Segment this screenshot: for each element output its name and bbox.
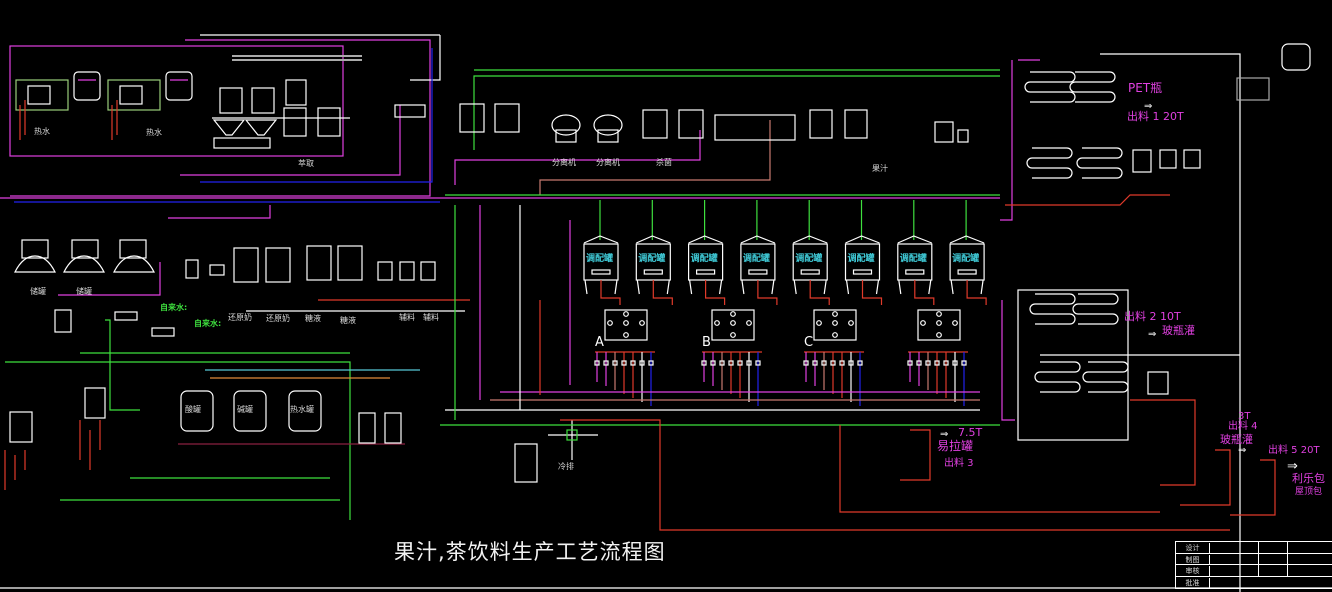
output-4-product: 玻瓶灌 <box>1220 433 1253 446</box>
blend-tank <box>740 200 778 305</box>
boiler <box>15 71 101 140</box>
blend-tank <box>844 200 883 305</box>
output-5-product: 利乐包 <box>1292 472 1325 485</box>
blend-tank-row <box>583 200 987 305</box>
material-label: 还原奶 <box>266 314 290 323</box>
output-3-product: 易拉罐 <box>937 439 974 453</box>
title-block-row: 批准 <box>1176 577 1332 588</box>
title-block-row: 制图 <box>1176 553 1332 565</box>
material-label: 糖液 <box>340 316 356 325</box>
material-label: 辅料 <box>423 313 439 322</box>
cip-station <box>803 309 864 406</box>
blend-tank-label: 调配罐 <box>586 254 614 264</box>
material-label: 辅料 <box>399 313 415 322</box>
title-block-row: 设计 <box>1176 542 1332 554</box>
blend-tank <box>635 200 673 305</box>
title-block-row: 审核 <box>1176 565 1332 577</box>
water-inlet-label: 自来水: <box>194 319 222 328</box>
output-3-label: 出料 3 <box>944 458 974 469</box>
sterilize-label: 杀菌 <box>656 158 672 167</box>
blend-tank-label: 调配罐 <box>847 254 875 264</box>
blend-tank-label: 调配罐 <box>795 254 823 264</box>
blend-tank-label: 调配罐 <box>899 254 927 264</box>
title-block-divider <box>1287 553 1288 565</box>
boiler-label: 热水 <box>34 127 50 136</box>
title-block-label: 审核 <box>1176 566 1210 577</box>
blend-tank <box>687 200 726 305</box>
cold-drain-label: 冷排 <box>558 462 574 471</box>
drawing-title: 果汁,茶饮料生产工艺流程图 <box>394 540 666 564</box>
blend-tank <box>949 200 987 305</box>
arrow-right-icon: ⇒ <box>1238 445 1247 456</box>
water-treatment-section <box>4 309 598 520</box>
output-5-product-alt: 屋顶包 <box>1295 487 1323 497</box>
cip-station <box>907 309 968 406</box>
storage-tank-label: 储罐 <box>76 287 92 296</box>
output-4-capacity: 3T <box>1238 411 1251 422</box>
storage-tank-label: 储罐 <box>30 287 46 296</box>
arrow-right-icon: ⇒ <box>1144 101 1153 112</box>
title-block-divider <box>1258 553 1259 565</box>
acid-tank-label: 酸罐 <box>185 405 201 414</box>
extraction-silos <box>212 79 426 149</box>
right-section <box>900 43 1311 592</box>
title-block-label: 设计 <box>1176 543 1210 554</box>
blend-tank <box>792 200 830 305</box>
output-2-capacity: 出料 2 10T <box>1124 310 1181 323</box>
top-middle-section <box>454 69 1000 195</box>
blend-tank-label: 调配罐 <box>742 254 770 264</box>
juice-label: 果汁 <box>872 164 888 173</box>
distribution-pipes <box>440 205 1230 531</box>
arrow-right-icon: ⇒ <box>1148 329 1157 340</box>
output-5-capacity: 出料 5 20T <box>1268 445 1320 456</box>
cip-station-row <box>594 309 968 406</box>
blend-tank-label: 调配罐 <box>638 254 666 264</box>
blend-tank <box>897 200 935 305</box>
blend-tank <box>583 200 621 305</box>
output-2-product: 玻瓶灌 <box>1162 324 1195 337</box>
cip-station-label: A <box>595 335 604 350</box>
extraction-label: 萃取 <box>298 159 314 168</box>
boiler <box>107 71 193 140</box>
output-3-capacity: 7.5T <box>958 426 983 439</box>
alkali-tank-label: 碱罐 <box>237 405 253 414</box>
material-label: 还原奶 <box>228 313 252 322</box>
centrifuge-label: 分离机 <box>596 158 620 167</box>
arrow-right-icon: ⇒ <box>1287 459 1298 474</box>
title-block-divider <box>1287 542 1288 554</box>
output-1-product: PET瓶 <box>1128 81 1163 95</box>
blend-tank-label: 调配罐 <box>952 254 980 264</box>
material-label: 糖液 <box>305 314 321 323</box>
cip-station-label: C <box>804 335 814 350</box>
title-block-divider <box>1258 542 1259 554</box>
hot-water-tank-label: 热水罐 <box>290 405 314 414</box>
cip-station-label: B <box>702 335 711 350</box>
cip-station <box>701 309 762 406</box>
arrow-right-icon: ⇒ <box>940 429 949 440</box>
title-block-divider <box>1258 565 1259 577</box>
cip-station <box>594 309 655 406</box>
blend-tank-label: 调配罐 <box>690 254 718 264</box>
water-inlet-label: 自来水: <box>160 303 188 312</box>
boiler-label: 热水 <box>146 128 162 137</box>
centrifuge-label: 分离机 <box>552 158 576 167</box>
title-block-label: 制图 <box>1176 554 1210 565</box>
storage-row <box>0 194 1000 312</box>
output-1-capacity: 出料 1 20T <box>1127 110 1184 123</box>
title-block: 设计制图审核批准 <box>1175 541 1332 589</box>
output-4-label: 出料 4 <box>1228 421 1258 432</box>
title-block-label: 批准 <box>1176 577 1210 588</box>
extraction-section <box>9 34 441 197</box>
title-block-divider <box>1287 565 1288 577</box>
